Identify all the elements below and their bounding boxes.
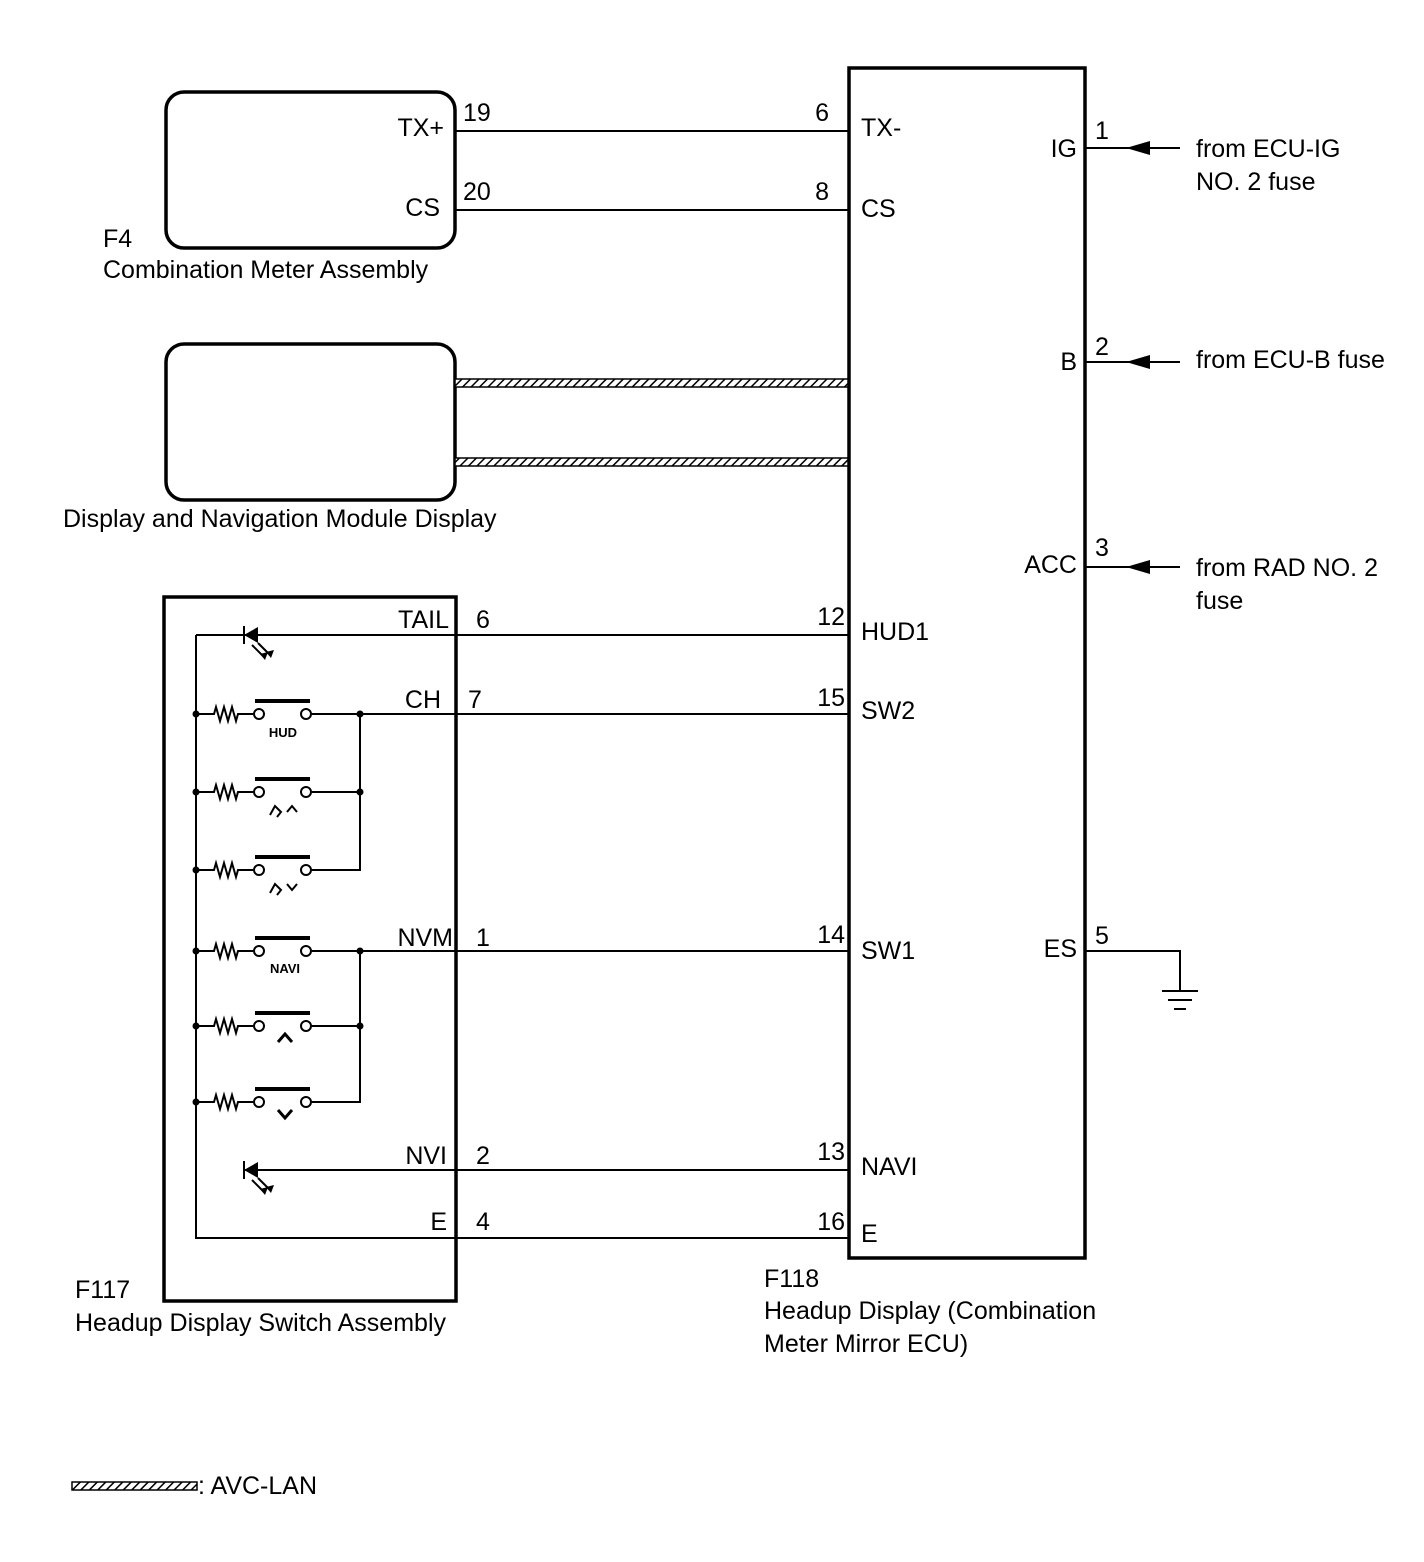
headup-display-switch-assembly: TAIL CH NVM NVI E 6 7 1 2 4 F117 Headup … xyxy=(75,595,849,1337)
hud-switch-icon: HUD xyxy=(269,725,297,740)
component-name-nav-display: Display and Navigation Module Display xyxy=(63,505,497,533)
power-source-acc-line2: fuse xyxy=(1196,587,1243,615)
ecu-box xyxy=(847,66,1087,1260)
switch-pin-number-1: 1 xyxy=(476,924,490,952)
switch-pin-number-2: 2 xyxy=(476,1142,490,1170)
ecu-pin-number-2: 2 xyxy=(1095,333,1109,361)
tail-indicator-led xyxy=(196,626,849,660)
ground-icon xyxy=(1162,990,1198,1010)
switch-up xyxy=(192,1011,312,1043)
switch-pin-number-7: 7 xyxy=(468,686,482,714)
avc-lan-wire-1 xyxy=(454,378,850,388)
switch-pin-label-tail: TAIL xyxy=(398,606,449,634)
ecu-pin-number-12: 12 xyxy=(817,603,845,631)
ecu-pin-label-sw2: SW2 xyxy=(861,697,915,725)
switch-pin-number-6: 6 xyxy=(476,606,490,634)
ecu-pin-label-sw1: SW1 xyxy=(861,937,915,965)
brightness-down-icon xyxy=(269,882,298,896)
avc-lan-legend-swatch xyxy=(71,1481,198,1491)
switch-down xyxy=(192,1087,312,1121)
arrow-left-icon xyxy=(1126,141,1150,155)
nav-display-box xyxy=(164,342,457,502)
ecu-pin-number-6: 6 xyxy=(815,99,829,127)
ground-bus-wire xyxy=(195,635,849,1239)
switch-pin-number-4: 4 xyxy=(476,1208,490,1236)
pin-number-20: 20 xyxy=(463,178,491,206)
avc-lan-wire-2 xyxy=(454,457,850,467)
light-emission-icon xyxy=(251,1177,274,1195)
connector-code-f117: F117 xyxy=(75,1276,130,1304)
power-source-ig-line1: from ECU-IG xyxy=(1196,135,1340,163)
connector-code-f4: F4 xyxy=(103,225,132,253)
ecu-pin-label-hud1: HUD1 xyxy=(861,618,929,646)
switch-navi: NAVI xyxy=(192,936,312,976)
headup-display-ecu: TX- CS HUD1 SW2 SW1 NAVI E 6 8 12 15 14 … xyxy=(764,66,1109,1358)
ground-es xyxy=(1085,950,1198,1010)
component-name-ecu-line2: Meter Mirror ECU) xyxy=(764,1330,968,1358)
legend-label-avc-lan: : AVC-LAN xyxy=(198,1472,317,1500)
pin-label-tx-plus: TX+ xyxy=(397,114,444,142)
component-name-switch-assembly: Headup Display Switch Assembly xyxy=(75,1309,446,1337)
pin-number-19: 19 xyxy=(463,99,491,127)
ecu-pin-number-1: 1 xyxy=(1095,117,1109,145)
ecu-pin-label-tx-minus: TX- xyxy=(861,114,901,142)
switch-pin-label-nvm: NVM xyxy=(397,924,453,952)
combination-meter-assembly: TX+ CS 19 20 F4 Combination Meter Assemb… xyxy=(103,90,491,284)
power-source-ig-line2: NO. 2 fuse xyxy=(1196,168,1316,196)
arrow-left-icon xyxy=(1126,560,1150,574)
ecu-pin-number-15: 15 xyxy=(817,684,845,712)
ecu-pin-number-3: 3 xyxy=(1095,534,1109,562)
switch-hud: HUD xyxy=(192,699,312,740)
switch-brightness-down xyxy=(192,855,312,896)
feed-acc: from RAD NO. 2 fuse xyxy=(1085,554,1378,615)
navi-switch-icon: NAVI xyxy=(270,961,300,976)
legend: : AVC-LAN xyxy=(71,1472,317,1500)
ecu-pin-label-e: E xyxy=(861,1220,878,1248)
led-icon xyxy=(244,627,258,643)
combination-meter-box xyxy=(164,90,457,250)
power-source-acc-line1: from RAD NO. 2 xyxy=(1196,554,1378,582)
switch-brightness-up xyxy=(192,777,312,818)
switch-group-2-bus xyxy=(312,950,361,1103)
ecu-pin-label-es: ES xyxy=(1044,935,1077,963)
ecu-pin-number-8: 8 xyxy=(815,178,829,206)
feed-b: from ECU-B fuse xyxy=(1085,346,1385,374)
component-name-ecu-line1: Headup Display (Combination xyxy=(764,1297,1096,1325)
brightness-up-icon xyxy=(269,804,298,818)
light-emission-icon xyxy=(251,642,274,660)
feed-ig: from ECU-IG NO. 2 fuse xyxy=(1085,135,1340,196)
connector-code-f118: F118 xyxy=(764,1265,819,1293)
chevron-up-icon xyxy=(276,1031,294,1043)
ecu-pin-label-ig: IG xyxy=(1051,135,1077,163)
switch-pin-label-nvi: NVI xyxy=(405,1142,447,1170)
ecu-pin-number-16: 16 xyxy=(817,1208,845,1236)
nav-display-module: Display and Navigation Module Display xyxy=(63,342,850,533)
ecu-pin-label-navi: NAVI xyxy=(861,1153,918,1181)
power-feeds: from ECU-IG NO. 2 fuse from ECU-B fuse f… xyxy=(1085,135,1385,1010)
switch-pin-label-e: E xyxy=(430,1208,447,1236)
switch-group-1-bus xyxy=(312,713,361,871)
navi-indicator-led xyxy=(243,1161,849,1195)
ecu-pin-label-acc: ACC xyxy=(1024,551,1077,579)
led-icon xyxy=(244,1162,258,1178)
ecu-pin-number-13: 13 xyxy=(817,1138,845,1166)
component-name-combination-meter: Combination Meter Assembly xyxy=(103,256,429,284)
pin-label-cs: CS xyxy=(405,194,440,222)
chevron-down-icon xyxy=(276,1109,294,1121)
arrow-left-icon xyxy=(1126,355,1150,369)
switch-pin-label-ch: CH xyxy=(405,686,441,714)
ecu-pin-number-5: 5 xyxy=(1095,922,1109,950)
switch-assembly-box xyxy=(162,595,458,1303)
ecu-pin-label-cs: CS xyxy=(861,195,896,223)
ecu-pin-number-14: 14 xyxy=(817,921,845,949)
ecu-pin-label-b: B xyxy=(1060,348,1077,376)
power-source-b: from ECU-B fuse xyxy=(1196,346,1385,374)
